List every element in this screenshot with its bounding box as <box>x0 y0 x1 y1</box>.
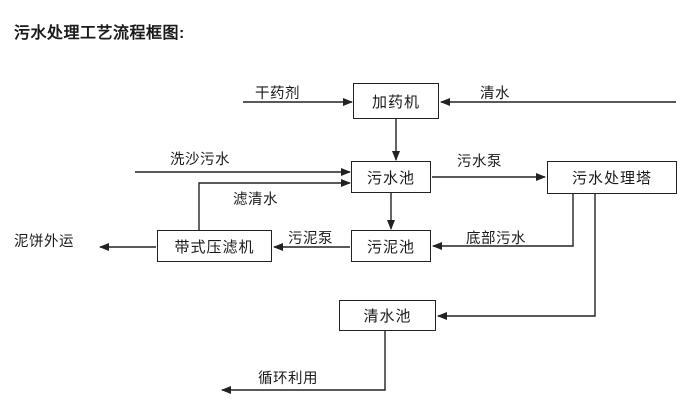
edge-label-dry-reagent: 干药剂 <box>255 86 300 102</box>
terminal-label-mud-cake-export: 泥饼外运 <box>14 234 74 250</box>
edge-label-clean-water-in: 清水 <box>480 86 510 102</box>
edge-tower-to-clean-water-pool <box>437 194 596 320</box>
node-label: 带式压滤机 <box>174 238 255 256</box>
edge-label-sludge-pump: 污泥泵 <box>288 231 333 247</box>
node-label: 清水池 <box>363 308 412 325</box>
page-title: 污水处理工艺流程框图: <box>14 25 185 42</box>
node-sewage-treatment-tower[interactable]: 污水处理塔 <box>547 161 677 194</box>
node-belt-filter-press[interactable]: 带式压滤机 <box>157 230 272 262</box>
node-label: 污泥池 <box>366 238 415 256</box>
node-label: 污水处理塔 <box>571 170 652 187</box>
node-clean-water-pool[interactable]: 清水池 <box>339 300 436 331</box>
edge-filtrate-to-sewage-pool <box>198 179 351 230</box>
edge-label-bottom-sewage: 底部污水 <box>466 231 526 247</box>
edge-label-filtrate-water: 滤清水 <box>233 192 278 208</box>
node-label: 污水池 <box>366 169 415 187</box>
edge-tower-to-sludge-pool <box>432 194 574 250</box>
node-label: 加药机 <box>371 93 420 111</box>
node-sewage-pool[interactable]: 污水池 <box>351 161 431 193</box>
edge-label-sewage-pump: 污水泵 <box>457 154 502 170</box>
edge-label-recycle-use: 循环利用 <box>258 371 318 387</box>
edge-clean-water-pool-to-recycle <box>221 331 386 394</box>
node-dosing-machine[interactable]: 加药机 <box>353 83 439 119</box>
edge-label-sand-wash-sewage: 洗沙污水 <box>170 152 230 168</box>
node-sludge-pool[interactable]: 污泥池 <box>351 230 431 262</box>
